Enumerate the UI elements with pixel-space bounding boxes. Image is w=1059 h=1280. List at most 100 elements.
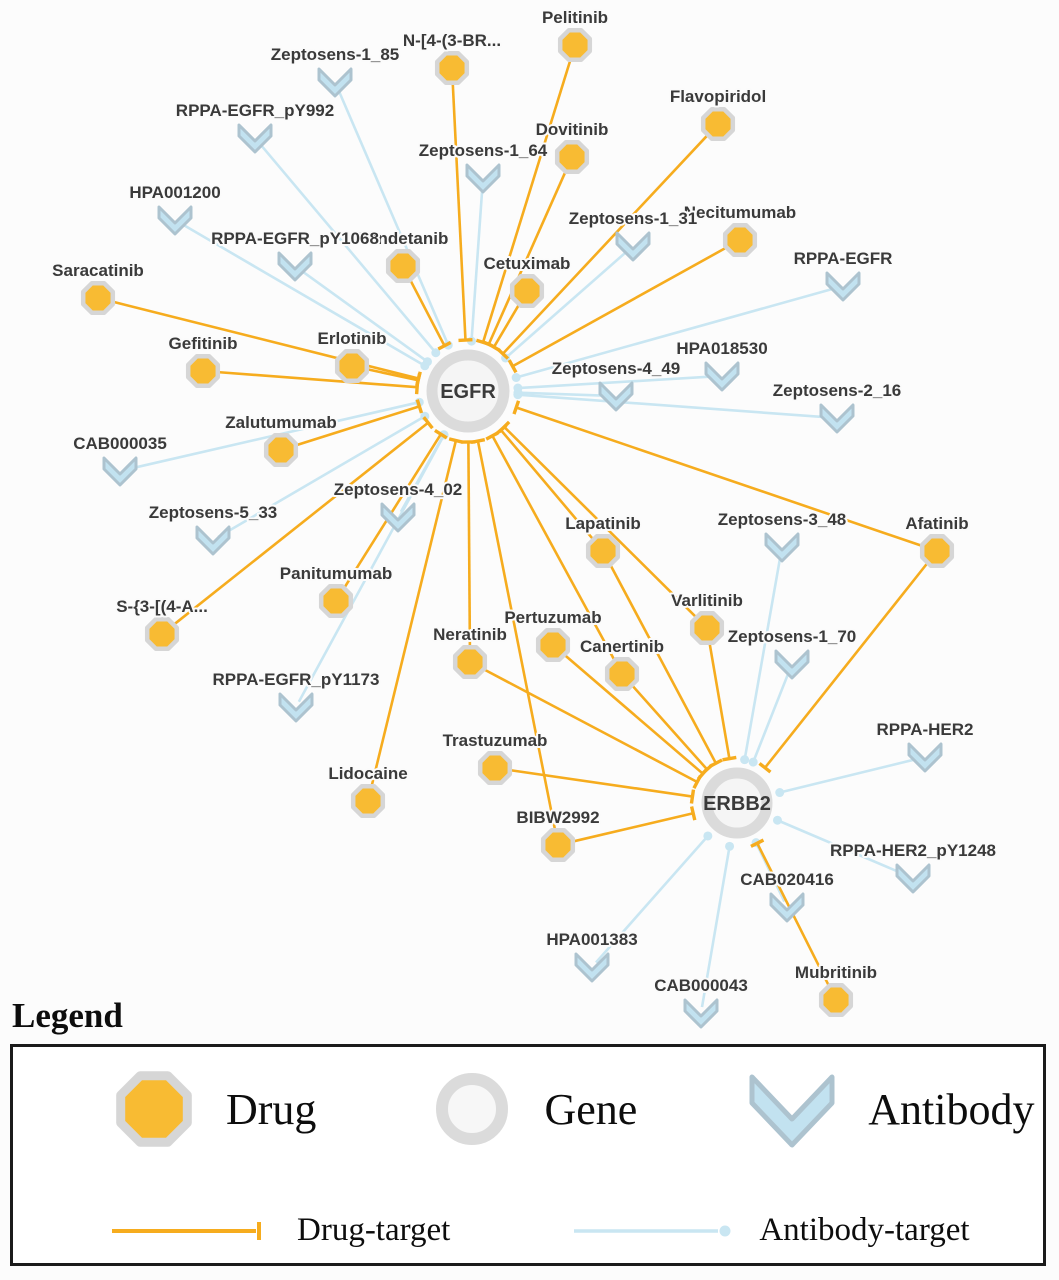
edge-dot [431, 348, 441, 358]
node-dovitinib[interactable] [554, 139, 590, 175]
drug-target-edge [408, 278, 446, 347]
node-z1_70[interactable] [774, 649, 810, 680]
node-vandetanib[interactable] [385, 248, 421, 284]
drug-icon [263, 432, 299, 468]
edge-bar [458, 338, 473, 343]
drug-target-edge [476, 440, 557, 831]
node-cab000043[interactable] [683, 998, 719, 1029]
node-z5_33[interactable] [195, 525, 231, 556]
edge-bar [485, 430, 500, 441]
node-hpa001200[interactable] [157, 205, 193, 236]
node-s3_4a[interactable] [144, 616, 180, 652]
node-bibw2992[interactable] [540, 827, 576, 863]
edge-bar [422, 416, 434, 430]
node-z2_16[interactable] [819, 403, 855, 434]
node-cab000035[interactable] [102, 456, 138, 487]
drug-icon [144, 616, 180, 652]
antibody-icon [277, 251, 313, 282]
node-saracatinib[interactable] [80, 280, 116, 316]
drug-icon [477, 750, 513, 786]
node-lapatinib[interactable] [585, 533, 621, 569]
edge-bar [507, 359, 518, 374]
node-hpa001383[interactable] [574, 952, 610, 983]
gene-icon [701, 767, 773, 839]
node-pelitinib[interactable] [557, 27, 593, 63]
drug-target-edge [342, 433, 442, 589]
antibody-icon [749, 1074, 835, 1148]
node-z4_49[interactable] [598, 381, 634, 412]
node-z1_85[interactable] [317, 67, 353, 98]
node-label: S-{3-[(4-A... [116, 597, 208, 616]
antibody-target-edge [517, 391, 611, 398]
antibody-target-edge-icon [574, 1225, 731, 1236]
node-egfr[interactable]: EGFR [426, 349, 510, 433]
antibody-icon [598, 381, 634, 412]
edge-bar [750, 838, 765, 848]
drug-icon [689, 610, 725, 646]
node-z1_31[interactable] [615, 231, 651, 262]
node-hpa018530[interactable] [704, 361, 740, 392]
legend-item-gene: Gene [426, 1063, 637, 1155]
drug-icon [604, 656, 640, 692]
node-mubritinib[interactable] [818, 982, 854, 1018]
node-z1_64[interactable] [465, 163, 501, 194]
antibody-icon [683, 998, 719, 1029]
node-zalutumumab[interactable] [263, 432, 299, 468]
antibody-icon [819, 403, 855, 434]
node-gefitinib[interactable] [185, 353, 221, 389]
antibody-icon [769, 892, 805, 923]
drug-target-edge [509, 768, 693, 798]
node-rppa_egfr_py1173[interactable] [278, 692, 314, 723]
node-cetuximab[interactable] [509, 273, 545, 309]
node-varlitinib[interactable] [689, 610, 725, 646]
node-rppa_her2[interactable] [907, 742, 943, 773]
node-rppa_egfr_py992[interactable] [237, 123, 273, 154]
node-rppa_egfr_py1068[interactable] [277, 251, 313, 282]
drug-icon [318, 583, 354, 619]
edge-bar [487, 342, 501, 353]
antibody-icon [157, 205, 193, 236]
edge-bar [448, 437, 464, 444]
node-z3_48[interactable] [764, 532, 800, 563]
node-label: Necitumumab [684, 203, 796, 222]
drug-target-edge [499, 429, 595, 541]
legend-node-row: Drug Gene Antibody [108, 1063, 1043, 1155]
drug-target-edge [501, 134, 709, 355]
node-trastuzumab[interactable] [477, 750, 513, 786]
nodes: EGFR ERBB2 [80, 27, 955, 1029]
node-label: Erlotinib [318, 329, 387, 348]
drug-icon [452, 644, 488, 680]
node-lidocaine[interactable] [350, 783, 386, 819]
node-cab020416[interactable] [769, 892, 805, 923]
node-label: N-[4-(3-BR... [403, 31, 501, 50]
node-canertinib[interactable] [604, 656, 640, 692]
node-panitumumab[interactable] [318, 583, 354, 619]
node-flavopiridol[interactable] [700, 106, 736, 142]
node-pertuzumab[interactable] [535, 627, 571, 663]
antibody-target-edge [470, 183, 484, 342]
gene-icon [426, 349, 510, 433]
drug-icon [557, 27, 593, 63]
edge-dot [748, 757, 758, 767]
node-neratinib[interactable] [452, 644, 488, 680]
drug-target-edge [217, 370, 418, 389]
node-erlotinib[interactable] [334, 348, 370, 384]
node-label: Lidocaine [328, 764, 407, 783]
antibody-target-edge [743, 552, 783, 760]
legend-box: Drug Gene Antibody Drug-target [10, 1044, 1046, 1266]
node-n4_3br[interactable] [434, 50, 470, 86]
edge-bar [415, 399, 424, 414]
legend-edge-row: Drug-target Antibody-target [108, 1212, 1043, 1249]
node-rppa_her2_py1248[interactable] [895, 863, 931, 894]
edge-dot [513, 390, 523, 400]
node-afatinib[interactable] [919, 533, 955, 569]
drug-icon [385, 248, 421, 284]
edge-bar [437, 341, 452, 351]
node-label: RPPA-EGFR [794, 249, 893, 268]
node-z4_02[interactable] [380, 502, 416, 533]
edge-dot [725, 841, 735, 851]
node-rppa_egfr[interactable] [825, 271, 861, 302]
edge-bar [470, 437, 486, 445]
node-necitumumab[interactable] [722, 222, 758, 258]
node-erbb2[interactable]: ERBB2 [701, 767, 773, 839]
